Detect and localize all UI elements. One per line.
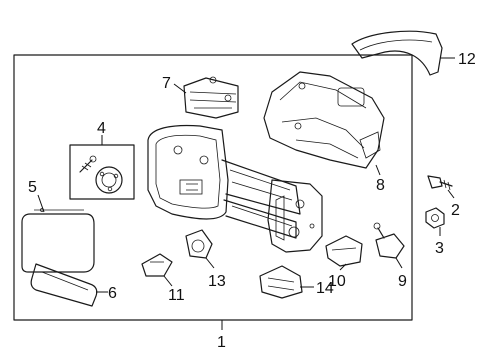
leader-2 bbox=[447, 189, 455, 199]
leader-9 bbox=[395, 257, 403, 269]
mirror-frame-part bbox=[147, 124, 323, 253]
motor-kit-part bbox=[69, 144, 135, 200]
callout-3: 3 bbox=[435, 240, 444, 257]
bracket-part bbox=[183, 76, 239, 119]
mirror-glass-part bbox=[21, 208, 95, 273]
leader-11 bbox=[163, 275, 173, 287]
callout-1: 1 bbox=[217, 334, 226, 351]
lamp-socket-part bbox=[185, 229, 213, 259]
clip-bracket-part bbox=[325, 235, 363, 267]
assembly-outline bbox=[13, 54, 413, 321]
connector-clip-part bbox=[259, 265, 303, 299]
callout-5: 5 bbox=[28, 179, 37, 196]
mirror-cap-part bbox=[351, 30, 443, 76]
callout-13: 13 bbox=[208, 273, 226, 290]
callout-7: 7 bbox=[162, 75, 171, 92]
callout-6: 6 bbox=[108, 285, 117, 302]
callout-11: 11 bbox=[168, 287, 185, 304]
callout-10: 10 bbox=[328, 273, 346, 290]
mirror-housing-part bbox=[263, 71, 385, 169]
bolt-part bbox=[427, 175, 453, 191]
leader-8 bbox=[375, 164, 381, 176]
leader-7 bbox=[173, 83, 187, 94]
leader-10 bbox=[339, 263, 347, 271]
callout-8: 8 bbox=[376, 177, 385, 194]
leader-5 bbox=[37, 194, 45, 213]
callout-4: 4 bbox=[97, 120, 106, 137]
callout-12: 12 bbox=[458, 51, 476, 68]
nut-part bbox=[425, 207, 445, 229]
callout-2: 2 bbox=[451, 202, 460, 219]
cover-cap-part bbox=[141, 253, 173, 277]
leader-13 bbox=[205, 257, 215, 269]
retainer-part bbox=[373, 222, 405, 259]
callout-14: 14 bbox=[316, 280, 334, 297]
spotter-glass-part bbox=[30, 263, 98, 307]
callout-9: 9 bbox=[398, 273, 407, 290]
